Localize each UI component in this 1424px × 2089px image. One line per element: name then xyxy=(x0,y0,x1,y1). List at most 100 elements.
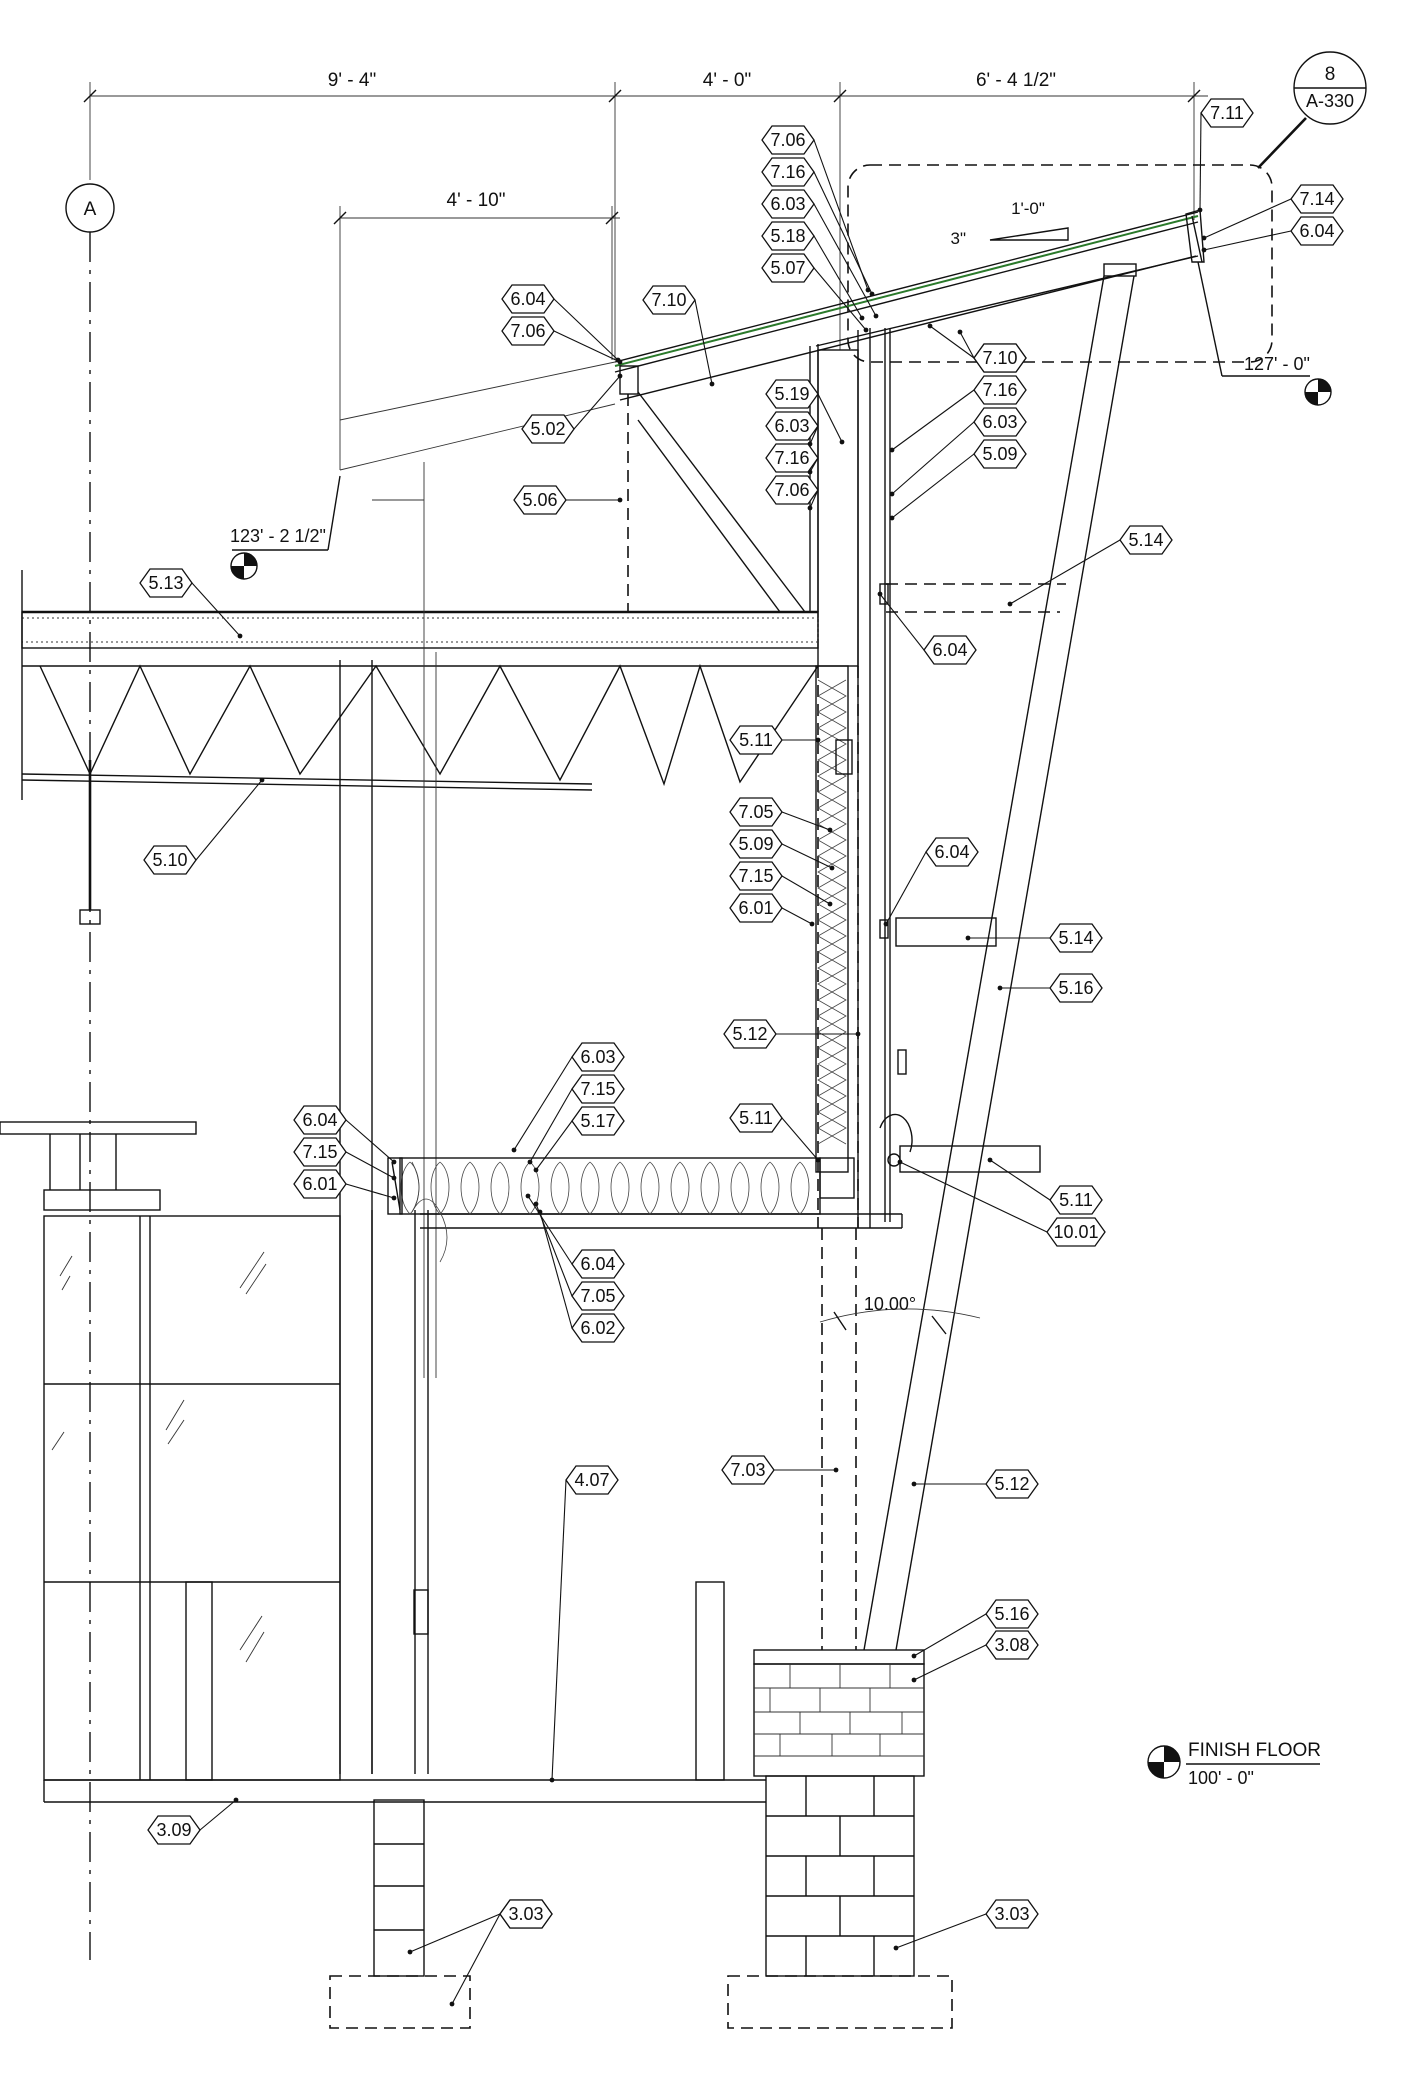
keynote-tag-7-15[interactable]: 7.15 xyxy=(729,861,833,907)
keynote-hexagon xyxy=(1049,923,1103,953)
keynote-tag-7-16[interactable]: 7.16 xyxy=(761,157,875,297)
keynote-tag-6-04[interactable]: 6.04 xyxy=(293,1105,397,1165)
keynote-tag-6-01[interactable]: 6.01 xyxy=(293,1169,397,1201)
keynote-arrowhead xyxy=(889,515,895,521)
keynote-tag-5-12[interactable]: 5.12 xyxy=(723,1019,861,1049)
keynote-tag-6-01[interactable]: 6.01 xyxy=(729,893,815,927)
keynote-hexagon xyxy=(765,379,819,409)
keynote-tag-6-04[interactable]: 6.04 xyxy=(883,837,979,927)
keynote-tag-7-15[interactable]: 7.15 xyxy=(527,1074,625,1165)
keynote-tag-5-16[interactable]: 5.16 xyxy=(997,973,1103,1003)
keynote-leader xyxy=(781,843,833,869)
keynote-tag-5-09[interactable]: 5.09 xyxy=(729,829,835,871)
keynote-tag-5-13[interactable]: 5.13 xyxy=(139,568,243,639)
dimension-4ft-0in: 4' - 0" xyxy=(703,70,751,91)
keynote-tag-7-11[interactable]: 7.11 xyxy=(1197,98,1254,213)
keynote-leader xyxy=(781,907,813,925)
keynote-tag-5-10[interactable]: 5.10 xyxy=(143,777,265,875)
keynote-tag-7-06[interactable]: 7.06 xyxy=(765,475,819,511)
keynote-tag-5-18[interactable]: 5.18 xyxy=(761,221,865,321)
keynote-label: 7.10 xyxy=(982,348,1017,368)
keynote-tag-10-01[interactable]: 10.01 xyxy=(897,1159,1106,1247)
left-foundation xyxy=(329,1799,471,2029)
keynote-tag-6-04[interactable]: 6.04 xyxy=(525,1193,625,1279)
keynote-tag-6-03[interactable]: 6.03 xyxy=(889,407,1027,497)
keynote-tag-3-09[interactable]: 3.09 xyxy=(147,1797,239,1845)
keynote-hexagon xyxy=(973,439,1027,469)
keynote-tag-5-07[interactable]: 5.07 xyxy=(761,253,869,333)
keynote-tag-5-02[interactable]: 5.02 xyxy=(521,373,623,444)
keynote-tag-5-17[interactable]: 5.17 xyxy=(533,1106,625,1173)
keynote-tag-7-14[interactable]: 7.14 xyxy=(1201,184,1344,241)
keynote-leader xyxy=(527,1195,573,1265)
elevation-123-label: 123' - 2 1/2" xyxy=(230,526,326,546)
keynote-tag-5-11[interactable]: 5.11 xyxy=(729,1103,821,1163)
section-reference-bubble[interactable]: 8 A-330 xyxy=(1257,51,1367,169)
keynote-label: 7.06 xyxy=(774,480,809,500)
keynote-label: 5.11 xyxy=(1059,1190,1093,1210)
keynote-leader xyxy=(345,1151,395,1179)
keynote-arrowhead xyxy=(965,935,971,941)
keynote-tag-7-10[interactable]: 7.10 xyxy=(642,285,715,387)
keynote-tag-5-14[interactable]: 5.14 xyxy=(965,923,1103,953)
keynote-hexagon xyxy=(1200,98,1254,128)
keynote-tag-5-12[interactable]: 5.12 xyxy=(911,1469,1039,1499)
keynote-leader xyxy=(781,875,831,905)
keynote-label: 7.03 xyxy=(730,1460,765,1480)
keynote-tag-3-03[interactable]: 3.03 xyxy=(449,1899,553,2007)
keynote-label: 7.06 xyxy=(510,321,545,341)
keynote-label: 3.09 xyxy=(156,1820,191,1840)
keynote-arrowhead xyxy=(617,373,623,379)
keynote-label: 7.05 xyxy=(738,802,773,822)
keynote-arrowhead xyxy=(911,1653,917,1659)
keynote-arrowhead xyxy=(911,1677,917,1683)
keynote-arrowhead xyxy=(259,777,265,783)
keynote-tag-6-03[interactable]: 6.03 xyxy=(761,189,879,319)
keynote-hexagon xyxy=(973,407,1027,437)
keynote-tag-6-02[interactable]: 6.02 xyxy=(537,1209,625,1343)
keynote-tag-3-03[interactable]: 3.03 xyxy=(893,1899,1039,1951)
keynote-tag-6-04[interactable]: 6.04 xyxy=(877,591,977,665)
keynote-hexagon xyxy=(985,1599,1039,1629)
keynote-arrowhead xyxy=(391,1159,397,1165)
keynote-tag-7-15[interactable]: 7.15 xyxy=(293,1137,397,1181)
keynote-arrowhead xyxy=(833,1467,839,1473)
keynote-leader xyxy=(895,1913,987,1949)
keynote-arrowhead xyxy=(527,1159,533,1165)
keynote-tag-7-16[interactable]: 7.16 xyxy=(889,375,1027,453)
keynote-tag-4-07[interactable]: 4.07 xyxy=(549,1465,619,1783)
keynote-leader xyxy=(553,330,621,363)
keynote-arrowhead xyxy=(911,1481,917,1487)
keynote-tag-3-08[interactable]: 3.08 xyxy=(911,1630,1039,1683)
keynote-label: 10.01 xyxy=(1053,1222,1098,1242)
keynote-label: 6.04 xyxy=(1299,221,1334,241)
keynote-arrowhead xyxy=(1197,207,1203,213)
keynote-tag-5-11[interactable]: 5.11 xyxy=(987,1157,1103,1215)
keynote-tag-7-06[interactable]: 7.06 xyxy=(761,125,871,293)
keynote-tag-5-09[interactable]: 5.09 xyxy=(889,439,1027,521)
keynote-tag-6-03[interactable]: 6.03 xyxy=(511,1042,625,1153)
keynote-tag-6-04[interactable]: 6.04 xyxy=(1201,216,1344,253)
keynote-hexagon xyxy=(729,893,783,923)
keynote-tag-5-11[interactable]: 5.11 xyxy=(729,725,821,755)
keynote-tag-7-10[interactable]: 7.10 xyxy=(957,329,1027,373)
keynote-tag-7-03[interactable]: 7.03 xyxy=(721,1455,839,1485)
keynote-tag-5-16[interactable]: 5.16 xyxy=(911,1599,1039,1659)
keynote-leader xyxy=(551,1479,567,1781)
keynote-tag-7-05[interactable]: 7.05 xyxy=(533,1201,625,1311)
keynote-tag-7-16[interactable]: 7.16 xyxy=(765,443,819,475)
keynote-tag-6-04[interactable]: 6.04 xyxy=(501,284,621,363)
keynote-tag-6-03[interactable]: 6.03 xyxy=(765,411,819,447)
keynote-leader xyxy=(345,1119,395,1163)
keynote-tag-7-05[interactable]: 7.05 xyxy=(729,797,833,833)
keynote-label: 5.09 xyxy=(982,444,1017,464)
keynote-tag-5-14[interactable]: 5.14 xyxy=(1007,525,1173,607)
keynote-label: 6.03 xyxy=(770,194,805,214)
keynote-label: 5.09 xyxy=(738,834,773,854)
keynote-hexagon xyxy=(293,1169,347,1199)
keynote-leader xyxy=(409,1913,501,1953)
keynote-tag-7-06[interactable]: 7.06 xyxy=(501,316,623,365)
keynote-tag-5-06[interactable]: 5.06 xyxy=(513,485,623,515)
keynote-arrowhead xyxy=(807,505,813,511)
keynote-tag-5-19[interactable]: 5.19 xyxy=(765,379,845,445)
